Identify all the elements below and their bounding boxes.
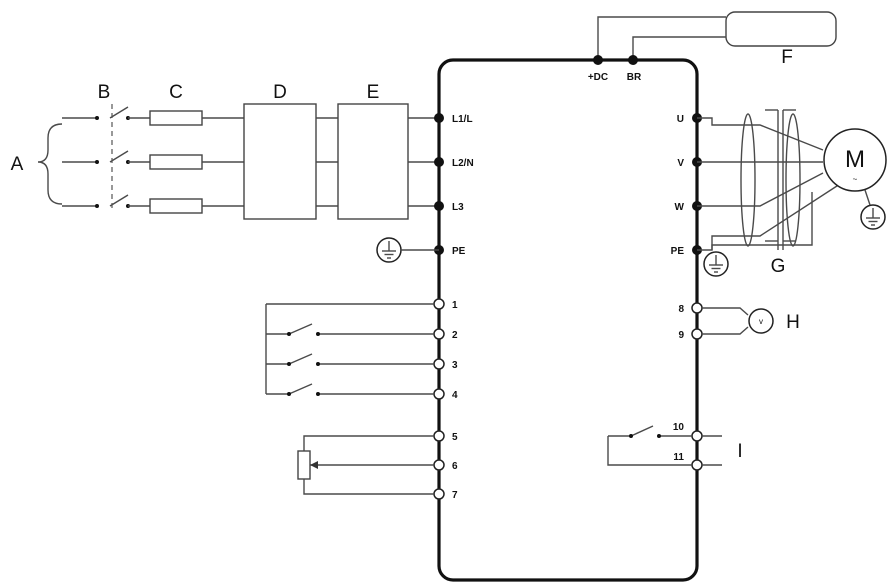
terminal-w-label: W [675, 202, 685, 213]
terminal-br-label: BR [627, 72, 642, 83]
terminal-10-ring [691, 430, 703, 442]
legend-letter-f: F [781, 47, 793, 68]
terminal-v-label: V [677, 158, 684, 169]
motor-wave: ~ [853, 175, 858, 184]
disconnect-switch [62, 104, 130, 212]
legend-letter-h: H [786, 312, 800, 333]
motor-label: M [845, 146, 865, 173]
output-earth-icon [703, 251, 729, 277]
terminal-l2-label: L2/N [452, 158, 474, 169]
terminal-u-label: U [677, 114, 684, 125]
terminal-2-label: 2 [452, 330, 458, 341]
terminal-3-label: 3 [452, 360, 458, 371]
wire-br-to-resistor [632, 36, 726, 60]
terminal-l3-label: L3 [452, 202, 464, 213]
voltmeter-icon [748, 308, 774, 334]
motor-circle [823, 128, 887, 192]
legend-letter-a: A [11, 154, 24, 175]
terminal-5-label: 5 [452, 432, 458, 443]
legend-letter-g: G [771, 256, 786, 277]
terminal-br-dot [628, 55, 638, 65]
terminal-9-label: 9 [678, 330, 684, 341]
terminal-pe-out-label: PE [671, 246, 685, 257]
terminal-l1-label: L1/L [452, 114, 473, 125]
terminal-pe-in-label: PE [452, 246, 466, 257]
voltmeter-label: v [759, 317, 763, 326]
wire-dc-plus-to-resistor [597, 16, 726, 60]
legend-letter-d: D [273, 82, 287, 103]
cable-shield [765, 109, 796, 250]
box-d [243, 103, 317, 220]
legend-letter-c: C [169, 82, 183, 103]
terminal-1-label: 1 [452, 300, 458, 311]
supply-brace [37, 123, 63, 205]
control-terminals-left [433, 298, 445, 500]
terminal-8-ring [691, 302, 703, 314]
potentiometer [297, 435, 434, 495]
terminal-9-ring [691, 328, 703, 340]
motor-cable [697, 113, 841, 251]
box-e [337, 103, 409, 220]
terminal-8-label: 8 [678, 304, 684, 315]
terminal-4-label: 4 [452, 390, 458, 401]
fuses [128, 110, 244, 214]
terminal-dc-plus-dot [593, 55, 603, 65]
legend-letter-i: I [737, 441, 742, 462]
motor-earth-icon [860, 204, 886, 230]
legend-letter-e: E [367, 82, 380, 103]
digital-input-switches [265, 303, 434, 396]
wires-e-to-drive [408, 117, 439, 207]
terminal-10-label: 10 [673, 422, 685, 433]
drive-housing [437, 58, 699, 582]
wire-8-to-meter [702, 307, 749, 316]
legend-letter-b: B [98, 82, 111, 103]
relay-contact [607, 425, 722, 466]
terminal-7-label: 7 [452, 490, 458, 501]
terminal-dc-plus-label: +DC [588, 72, 608, 83]
wires-d-to-e [316, 117, 338, 207]
brake-resistor-box [725, 11, 837, 47]
terminal-11-label: 11 [673, 452, 684, 463]
terminal-l1-dot [434, 113, 444, 123]
wire-9-to-meter [702, 326, 749, 335]
wire-motor-to-earth [864, 189, 871, 206]
terminal-6-label: 6 [452, 461, 458, 472]
terminal-l2-dot [434, 157, 444, 167]
terminal-l3-dot [434, 201, 444, 211]
terminal-11-ring [691, 459, 703, 471]
earth-icon [376, 237, 402, 263]
